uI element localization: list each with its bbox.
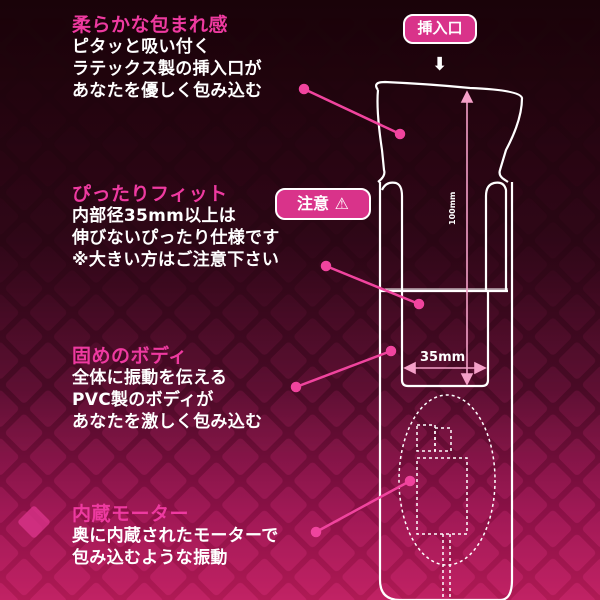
feature-soft-fit: 柔らかな包まれ感 ピタッと吸い付く ラテックス製の挿入口が あなたを優しく包み込… bbox=[72, 14, 262, 102]
feature-line: 奥に内蔵されたモーターで bbox=[72, 526, 279, 546]
feature-line: あなたを優しく包み込む bbox=[72, 81, 263, 101]
motor-outline bbox=[398, 394, 496, 600]
cap-outline bbox=[375, 80, 524, 183]
feature-line: 全体に振動を伝える bbox=[72, 368, 228, 388]
body-outline bbox=[378, 182, 514, 600]
width-dimension-label: 35mm bbox=[420, 350, 466, 365]
feature-line: 内部径35mm以上は bbox=[72, 206, 237, 226]
feature-line: 包み込むような振動 bbox=[72, 548, 228, 568]
feature-heading: 固めのボディ bbox=[72, 345, 188, 367]
feature-heading: 柔らかな包まれ感 bbox=[72, 14, 229, 36]
feature-line: PVC製のボディが bbox=[72, 390, 214, 410]
feature-line: あなたを激しく包み込む bbox=[72, 412, 263, 432]
feature-heading: 内蔵モーター bbox=[72, 503, 190, 525]
feature-line: ※大きい方はご注意下さい bbox=[72, 250, 280, 270]
feature-built-in-motor: 内蔵モーター 奥に内蔵されたモーターで 包み込むような振動 bbox=[72, 503, 279, 569]
feature-tight-fit: ぴったりフィット 内部径35mm以上は 伸びないぴったり仕様です ※大きい方はご… bbox=[72, 183, 280, 271]
caution-badge: 注意 ⚠ bbox=[275, 188, 371, 220]
insert-port-badge: 挿入口 bbox=[403, 14, 477, 44]
length-dimension-label: 100mm bbox=[448, 191, 457, 225]
feature-heading: ぴったりフィット bbox=[72, 183, 228, 205]
arrow-down-icon: ⬇ bbox=[432, 54, 448, 75]
inner-sleeve bbox=[400, 290, 490, 388]
feature-line: 伸びないぴったり仕様です bbox=[72, 228, 280, 248]
feature-line: ピタッと吸い付く bbox=[72, 37, 211, 57]
feature-line: ラテックス製の挿入口が bbox=[72, 59, 262, 79]
feature-firm-body: 固めのボディ 全体に振動を伝える PVC製のボディが あなたを激しく包み込む bbox=[72, 345, 262, 433]
